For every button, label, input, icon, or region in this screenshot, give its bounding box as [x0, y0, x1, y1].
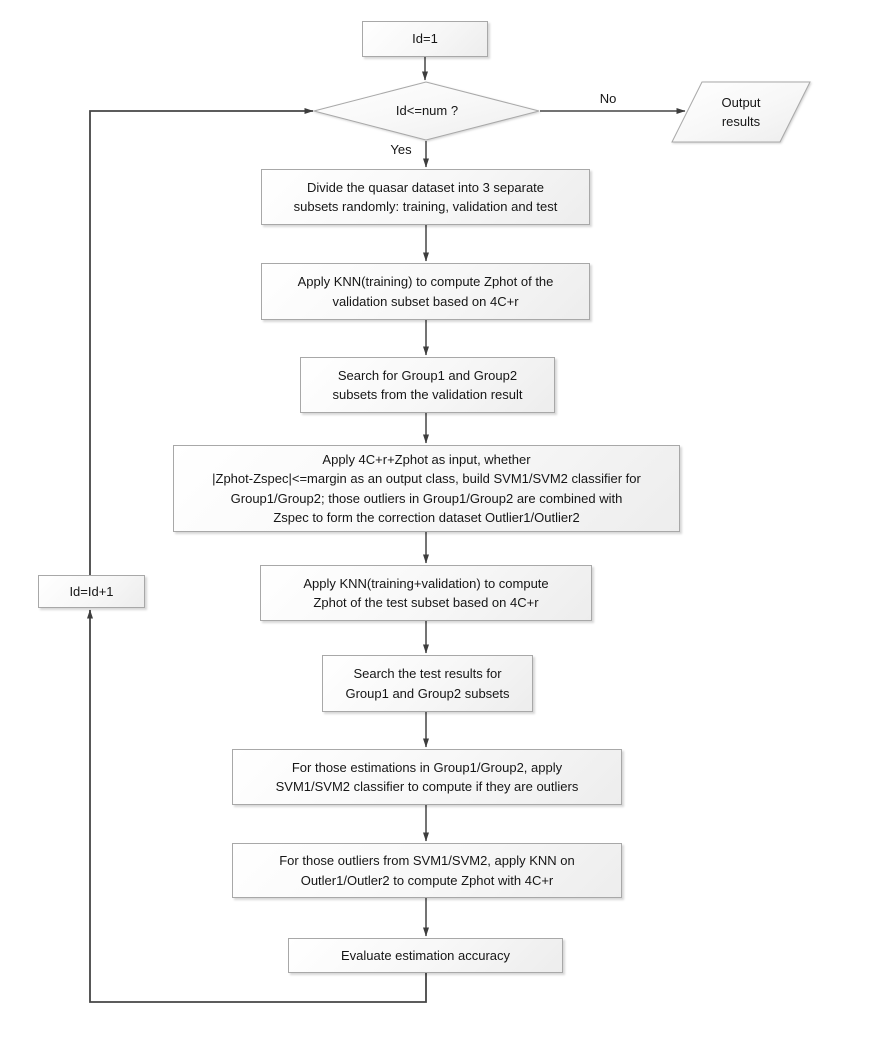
node-search-test: Search the test results for Group1 and G… — [322, 655, 533, 712]
no-label: No — [599, 91, 617, 106]
output-parallelogram-shape — [671, 81, 811, 143]
node-divide-dataset: Divide the quasar dataset into 3 separat… — [261, 169, 590, 225]
decision-diamond-shape — [312, 81, 540, 141]
edge-increment-to-decision — [89, 108, 314, 575]
node-knn-test: Apply KNN(training+validation) to comput… — [260, 565, 592, 621]
node-increment: Id=Id+1 — [38, 575, 145, 608]
node-svm-classify: For those estimations in Group1/Group2, … — [232, 749, 622, 805]
node-knn-outlier: For those outliers from SVM1/SVM2, apply… — [232, 843, 622, 898]
node-knn-validation: Apply KNN(training) to compute Zphot of … — [261, 263, 590, 320]
node-evaluate: Evaluate estimation accuracy — [288, 938, 563, 973]
edge-evaluate-to-increment — [87, 609, 427, 1003]
node-start: Id=1 — [362, 21, 488, 57]
node-svm-build: Apply 4C+r+Zphot as input, whether |Zpho… — [173, 445, 680, 532]
yes-label: Yes — [390, 142, 412, 157]
node-search-validation: Search for Group1 and Group2 subsets fro… — [300, 357, 555, 413]
